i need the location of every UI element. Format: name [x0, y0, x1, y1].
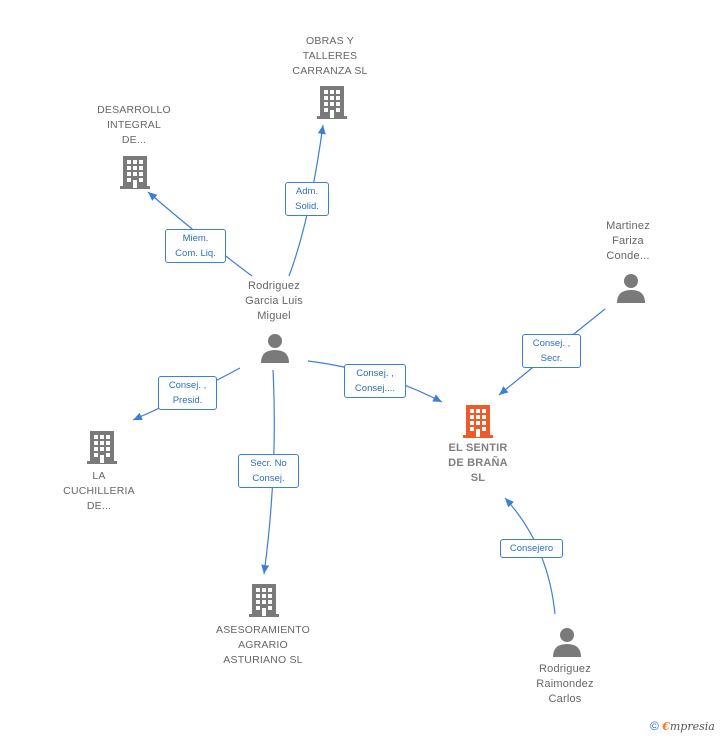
edge-label-consej-consej[interactable]: Consej. , Consej.... [344, 364, 406, 398]
building-icon-main [463, 405, 493, 438]
copyright-icon: © [650, 719, 659, 733]
building-icon [317, 86, 347, 119]
edge-label-miem-com[interactable]: Miem. Com. Liq. [165, 229, 226, 263]
edge-label-consej-presid[interactable]: Consej. , Presid. [158, 376, 217, 410]
node-la-cuchilleria[interactable]: LA CUCHILLERIA DE... [49, 469, 149, 514]
person-icon [261, 334, 289, 363]
person-icon [553, 628, 581, 657]
node-desarrollo-integral[interactable]: DESARROLLO INTEGRAL DE... [74, 103, 194, 148]
footer-brand: © €mpresia [650, 719, 715, 733]
node-label: LA CUCHILLERIA DE... [63, 470, 135, 512]
node-label: EL SENTIR DE BRAÑA SL [448, 442, 508, 484]
node-rodriguez-raimondez[interactable]: Rodriguez Raimondez Carlos [515, 662, 615, 707]
node-label: Rodriguez Garcia Luis Miguel [245, 280, 303, 322]
edge-label-secr-no-consej[interactable]: Secr. No Consej. [238, 454, 299, 488]
node-el-sentir-de-brana[interactable]: EL SENTIR DE BRAÑA SL [428, 441, 528, 486]
building-icon [249, 584, 279, 617]
node-martinez-fariza[interactable]: Martinez Fariza Conde... [578, 219, 678, 264]
edge-label-adm-solid[interactable]: Adm. Solid. [285, 182, 329, 216]
node-label: Rodriguez Raimondez Carlos [536, 663, 594, 705]
node-label: Martinez Fariza Conde... [606, 220, 650, 262]
building-icon [87, 431, 117, 464]
node-label: OBRAS Y TALLERES CARRANZA SL [292, 35, 368, 77]
building-icon [120, 156, 150, 189]
node-label: DESARROLLO INTEGRAL DE... [97, 104, 171, 146]
node-obras-y-talleres[interactable]: OBRAS Y TALLERES CARRANZA SL [270, 34, 390, 79]
person-icon [617, 274, 645, 303]
node-label: ASESORAMIENTO AGRARIO ASTURIANO SL [215, 624, 310, 666]
empresia-logo: €mpresia [662, 720, 715, 733]
edge-label-consejero[interactable]: Consejero [500, 539, 563, 558]
node-asesoramiento-agrario[interactable]: ASESORAMIENTO AGRARIO ASTURIANO SL [198, 623, 328, 668]
node-rodriguez-garcia[interactable]: Rodriguez Garcia Luis Miguel [224, 279, 324, 324]
edge-label-consej-secr[interactable]: Consej. , Secr. [522, 334, 581, 368]
